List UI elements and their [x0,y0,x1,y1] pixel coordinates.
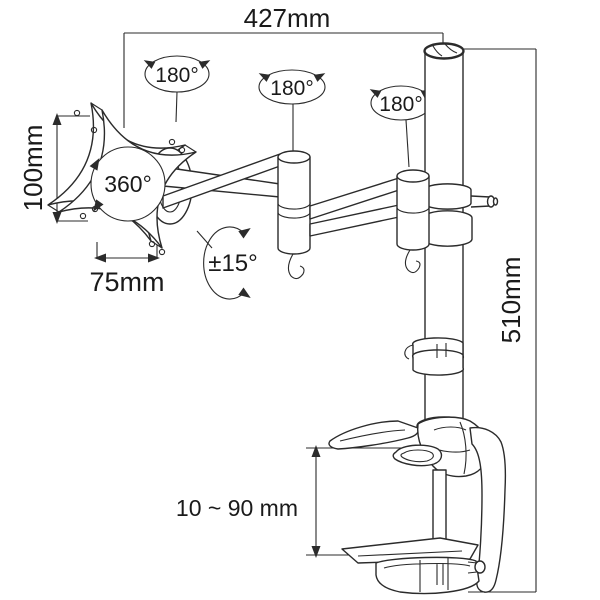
pole-cap-detail [432,43,458,57]
rotation-callout-2: 180° [258,69,326,154]
swivel-joint-1 [277,150,311,280]
dimension-arrowhead [311,445,321,457]
joint1-cable-hook [287,253,305,280]
dimension-arrowhead [52,113,62,125]
clamp-jaw-detail [383,558,471,592]
tilt-label: ±15° [208,250,257,277]
rotation-callout-1: 180° [143,55,211,123]
dimension-75mm: 75mm [89,242,165,297]
cable-clip [404,337,465,376]
collar-upper-band [423,183,472,210]
tilt-arrow-icon [238,227,251,239]
screw-icon [178,146,186,154]
rotation-arrow-icon [143,60,156,69]
rotation-circle [90,146,166,222]
rotation-arrow-icon [198,60,211,69]
joint1-body [277,156,311,255]
dimension-arrowhead [94,253,106,263]
dim-clamp-label: 10 ~ 90 mm [176,495,298,521]
dim-100-label: 100mm [18,125,48,212]
base-handle-inner [400,449,434,463]
clamp-jaw-edge [357,550,463,557]
screw-icon [168,138,176,146]
dimension-510mm: 510mm [464,48,537,593]
base-wing [328,420,420,450]
clip-band-2 [411,349,465,376]
leader-line [405,119,410,168]
desk-clamp-base [328,416,507,595]
rotation-label-3: 180° [379,93,422,116]
collar-knob-lines [470,195,491,208]
screw-icon [79,212,87,220]
screw-icon [73,109,81,117]
joint2-cable-hook [404,249,421,274]
base-wing-detail [339,429,406,442]
collar-knob-tip [492,197,499,206]
clip-detail [404,343,447,360]
rotation-ellipse [258,69,326,105]
collar-lower-band [422,210,473,247]
rotation-label-360: 360° [104,171,152,197]
clamp-knob [474,560,486,574]
plate-rotation-callout: 360° [89,146,166,222]
pole-collar [422,183,499,247]
dim-427-label: 427mm [244,3,331,33]
tilt-callout: ±15° [196,226,258,300]
joint2-top [396,169,430,183]
dimension-arrowhead [148,253,160,263]
clamp-jaw-shell [375,556,480,595]
dim-510-label: 510mm [496,257,526,344]
leader-line [175,91,178,123]
dim-75-label: 75mm [89,267,164,297]
dimension-clamp-range: 10 ~ 90 mm [176,445,432,558]
dimension-427mm: 427mm [123,3,444,128]
clamp-knob-lines [467,561,478,574]
rotation-label-1: 180° [155,64,198,87]
screw-icon [90,126,98,134]
rotation-callout-3: 180° [369,85,433,168]
screw-icon [158,248,166,256]
screw-icon [148,240,156,248]
dimension-arrowhead [52,212,62,224]
dimension-100mm: 100mm [18,113,90,224]
dimension-arrowhead [311,546,321,558]
clamp-rod [432,469,447,549]
rotation-label-2: 180° [270,77,313,100]
rotation-arrow-icon [369,89,382,98]
rotation-arrow-icon [313,73,326,82]
tilt-arrow-icon [238,287,251,299]
arm-segment-2 [309,177,400,237]
joint2-band [396,205,430,214]
pole-cap [423,42,465,60]
leader-line [196,230,213,249]
clamp-bracket [469,426,507,593]
rotation-arrow-icon [258,73,271,82]
rotation-arrow-icon [89,157,100,171]
joint1-top [277,150,311,164]
tilt-arc [203,226,245,300]
dim-75-lines [96,242,158,259]
swivel-joint-2 [396,169,430,274]
rotation-arrow-icon [92,199,104,212]
plate-depth-edges [47,102,197,249]
dim-510-lines [464,48,537,593]
